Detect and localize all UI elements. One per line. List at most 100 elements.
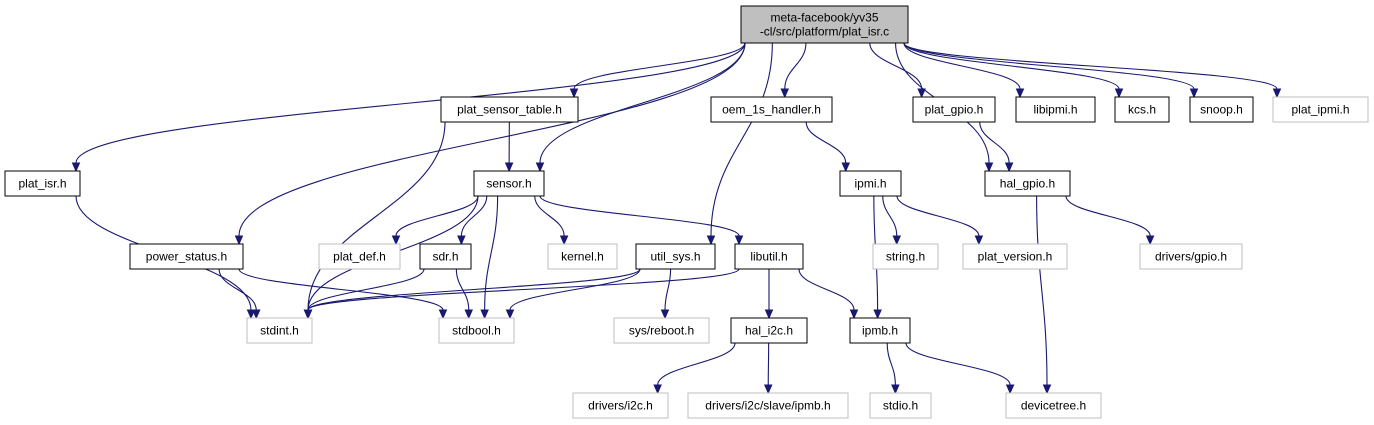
edge-arrowhead	[303, 309, 313, 320]
node-label: oem_1s_handler.h	[722, 103, 821, 117]
edge-libutil_h-to-stdint_h	[303, 268, 740, 320]
edge-root-to-plat_isr_h	[71, 42, 746, 173]
node-label: plat_gpio.h	[925, 103, 984, 117]
node-box	[730, 317, 808, 344]
edge-arrowhead	[653, 384, 662, 395]
node-sys-reboot-h: sys/reboot.h	[613, 317, 710, 344]
node-libutil-h[interactable]: libutil.h	[734, 243, 804, 270]
edge-arrowhead	[892, 235, 902, 246]
node-sensor-h[interactable]: sensor.h	[473, 170, 545, 197]
node-plat-isr-h[interactable]: plat_isr.h	[4, 170, 81, 197]
node-ipmi-h[interactable]: ipmi.h	[839, 170, 902, 197]
edge-line	[534, 195, 565, 237]
node-plat-gpio-h[interactable]: plat_gpio.h	[912, 96, 996, 123]
edge-line	[509, 268, 641, 311]
edge-arrowhead	[504, 162, 514, 173]
node-label: util_sys.h	[650, 250, 700, 264]
node-label: meta-facebook/yv35	[770, 11, 878, 25]
node-hal-gpio-h[interactable]: hal_gpio.h	[984, 170, 1071, 197]
node-plat-def-h: plat_def.h	[318, 243, 401, 270]
node-box	[872, 243, 939, 270]
edge-arrowhead	[917, 88, 926, 99]
node-box	[318, 243, 401, 270]
edge-root-to-oem_1s_handler_h	[780, 42, 807, 99]
edge-ipmi_h-to-plat_version_h	[896, 195, 984, 246]
edge-root-to-libipmi_h	[903, 42, 1025, 99]
edge-arrowhead	[891, 384, 900, 395]
edge-sensor_h-to-libutil_h	[539, 195, 744, 246]
node-libipmi-h[interactable]: libipmi.h	[1015, 96, 1096, 123]
edge-arrowhead	[246, 309, 256, 320]
edge-line	[886, 342, 896, 386]
node-kcs-h[interactable]: kcs.h	[1114, 96, 1170, 123]
node-box	[1005, 392, 1102, 419]
node-box	[613, 317, 710, 344]
node-box	[962, 243, 1068, 270]
node-label: power_status.h	[146, 250, 227, 264]
edge-arrowhead	[251, 309, 261, 320]
node-box	[1272, 96, 1369, 123]
edge-arrowhead	[873, 309, 882, 320]
edge-power_status_h-to-stdint_h	[218, 268, 261, 320]
node-label: plat_isr.h	[18, 177, 66, 191]
edge-line	[798, 268, 855, 311]
node-box	[984, 170, 1071, 197]
edge-line	[979, 121, 1010, 164]
edge-arrowhead	[763, 384, 773, 395]
edge-arrowhead	[505, 309, 515, 320]
edge-libutil_h-to-hal_i2c_h	[764, 268, 774, 320]
edge-arrowhead	[841, 162, 851, 173]
node-ipmb-h[interactable]: ipmb.h	[849, 317, 911, 344]
node-label: plat_ipmi.h	[1291, 103, 1349, 117]
node-snoop-h[interactable]: snoop.h	[1189, 96, 1254, 123]
edge-ipmi_h-to-string_h	[882, 195, 902, 246]
node-label: ipmi.h	[854, 177, 886, 191]
node-devicetree-h: devicetree.h	[1005, 392, 1102, 419]
node-oem-1s-handler-h[interactable]: oem_1s_handler.h	[710, 96, 833, 123]
node-box	[734, 243, 804, 270]
node-box	[246, 317, 313, 344]
node-string-h: string.h	[872, 243, 939, 270]
edge-arrowhead	[535, 162, 545, 173]
edge-line	[896, 195, 980, 237]
edge-line	[657, 342, 736, 386]
edge-hal_i2c_h-to-drivers_i2c_slave_ipmb_h	[763, 342, 773, 395]
node-stdio-h: stdio.h	[869, 392, 932, 419]
edge-line	[710, 42, 773, 237]
node-box	[635, 243, 716, 270]
edge-arrowhead	[464, 309, 474, 320]
edge-sensor_h-to-stdbool_h	[480, 195, 499, 320]
node-box	[687, 392, 849, 419]
edge-plat_sensor_table_h-to-sensor_h	[504, 121, 514, 173]
node-power-status-h[interactable]: power_status.h	[129, 243, 244, 270]
edge-arrowhead	[1005, 384, 1015, 395]
node-stdint-h: stdint.h	[246, 317, 313, 344]
edge-line	[1036, 195, 1048, 386]
edge-arrowhead	[1272, 88, 1282, 99]
edge-sdr_h-to-stdint_h	[303, 268, 425, 320]
node-box	[4, 170, 81, 197]
node-label: drivers/gpio.h	[1155, 250, 1227, 264]
edge-arrowhead	[660, 309, 670, 320]
node-label: stdint.h	[260, 324, 299, 338]
node-drivers-gpio-h: drivers/gpio.h	[1139, 243, 1243, 270]
node-plat-sensor-table-h[interactable]: plat_sensor_table.h	[440, 96, 579, 123]
node-label: hal_gpio.h	[1000, 177, 1055, 191]
node-label: snoop.h	[1200, 103, 1243, 117]
edge-line	[869, 42, 923, 90]
node-label: -cl/src/platform/plat_isr.c	[760, 25, 889, 39]
node-sdr-h[interactable]: sdr.h	[419, 243, 472, 270]
edge-sensor_h-to-plat_def_h	[391, 195, 479, 246]
node-util-sys-h[interactable]: util_sys.h	[635, 243, 716, 270]
node-root: meta-facebook/yv35-cl/src/platform/plat_…	[740, 5, 909, 44]
node-hal-i2c-h[interactable]: hal_i2c.h	[730, 317, 808, 344]
edge-root-to-plat_ipmi_h	[903, 42, 1282, 99]
edge-root-to-plat_gpio_h	[869, 42, 926, 99]
edge-root-to-plat_sensor_table_h	[569, 42, 746, 99]
node-box	[419, 243, 472, 270]
edge-util_sys_h-to-sys_reboot_h	[660, 268, 672, 320]
node-box	[849, 317, 911, 344]
edge-line	[75, 42, 746, 164]
